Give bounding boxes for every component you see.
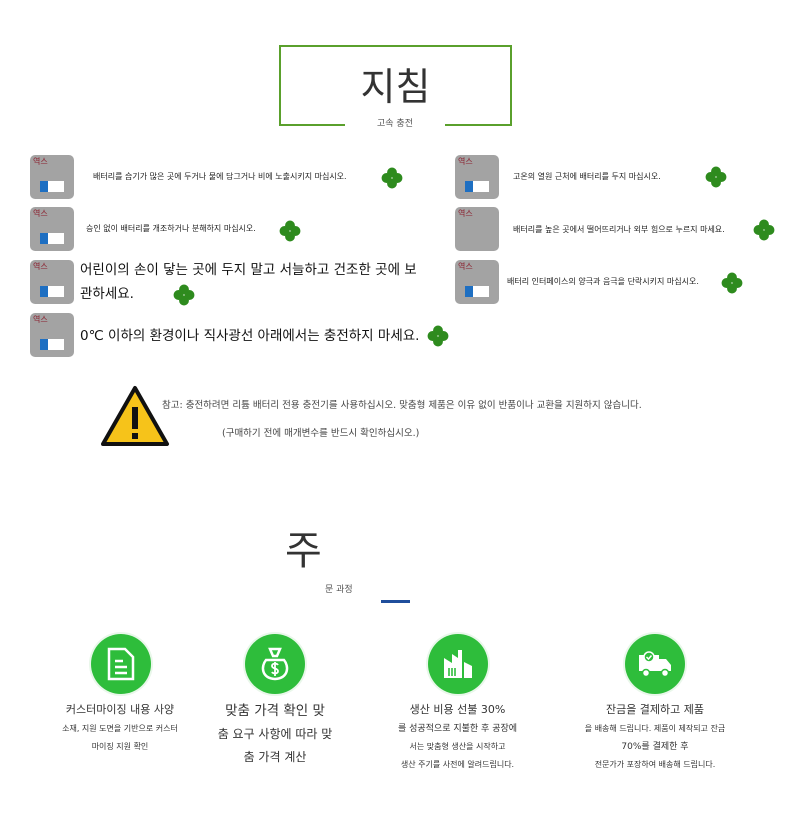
icon-tag: 역스: [458, 157, 473, 166]
step-text: 생산 주기를 사전에 알려드립니다.: [400, 760, 515, 769]
step-1: 커스터마이징 내용 사양 소재, 지원 도면을 기반으로 커스터 마이징 지원 …: [40, 700, 200, 756]
step-2: 맞춤 가격 확인 맞 춤 요구 사항에 따라 맞 춤 가격 계산: [195, 700, 355, 769]
icon-tag: 역스: [33, 209, 48, 218]
process-subtitle: 문 과정: [325, 585, 353, 595]
warning-text: 배터리를 높은 곳에서 떨어뜨리거나 외부 힘으로 누르지 마세요.: [513, 225, 725, 234]
accent-bar: [381, 600, 410, 603]
step-text: 춤 요구 사항에 따라 맞: [217, 727, 333, 741]
warning-text: 배터리를 습기가 많은 곳에 두거나 물에 담그거나 비에 노출시키지 마십시오…: [93, 172, 347, 181]
step-text: 70%를 결제한 후: [621, 742, 689, 752]
warning-text: 승인 없이 배터리를 개조하거나 분해하지 마십시오.: [86, 224, 256, 233]
step-text: 소재, 지원 도면을 기반으로 커스터: [62, 724, 178, 733]
clover-icon: [428, 325, 449, 347]
step-heading: 잔금을 결제하고 제품: [605, 703, 705, 716]
clover-icon: [279, 220, 301, 242]
money-bag-icon: [245, 634, 305, 694]
warning-text: 고온의 열원 근처에 배터리를 두지 마십시오.: [513, 172, 661, 181]
page-title: 지침: [360, 65, 431, 109]
step-3: 생산 비용 선불 30% 를 성공적으로 지불한 후 공장에 서는 맞춤형 생산…: [370, 700, 545, 774]
clover-icon: [705, 166, 727, 188]
screwdriver-battery-icon: 역스: [30, 207, 74, 251]
step-text: 춤 가격 계산: [243, 750, 307, 764]
water-battery-icon: 역스: [30, 155, 74, 199]
delivery-truck-icon: [625, 634, 685, 694]
step-text: 을 배송해 드립니다. 제품이 제작되고 잔금: [584, 724, 726, 733]
warning-text: 0℃ 이하의 환경이나 직사광선 아래에서는 충전하지 마세요.: [80, 328, 420, 344]
step-text: 마이징 지원 확인: [91, 742, 149, 751]
clover-icon: [721, 272, 743, 294]
document-icon: [91, 634, 151, 694]
icon-tag: 역스: [458, 262, 473, 271]
warning-triangle-icon: [101, 386, 169, 446]
warning-text: 어린이의 손이 닿는 곳에 두지 말고 서늘하고 건조한 곳에 보관하세요.: [80, 262, 417, 302]
clover-icon: [173, 284, 195, 306]
page-subtitle: 고속 충전: [345, 116, 445, 129]
step-text: 를 성공적으로 지불한 후 공장에: [397, 724, 518, 734]
warning-row: 0℃ 이하의 환경이나 직사광선 아래에서는 충전하지 마세요.: [80, 324, 449, 348]
factory-icon: [428, 634, 488, 694]
sun-battery-icon: 역스: [30, 313, 74, 357]
warning-text: 배터리 인터페이스의 양극과 음극을 단락시키지 마십시오.: [507, 277, 699, 286]
icon-tag: 역스: [33, 157, 48, 166]
step-4: 잔금을 결제하고 제품 을 배송해 드립니다. 제품이 제작되고 잔금 70%를…: [560, 700, 750, 774]
icon-tag: 역스: [33, 315, 48, 324]
note-text: 참고: 충전하려면 리튬 배터리 전용 충전기를 사용하십시오. 맞춤형 제품은…: [162, 400, 642, 411]
clover-icon: [381, 167, 403, 189]
step-heading: 커스터마이징 내용 사양: [65, 703, 175, 716]
process-title: 주: [285, 528, 322, 574]
step-heading: 맞춤 가격 확인 맞: [225, 703, 325, 719]
step-text: 전문가가 포장하여 배송해 드립니다.: [594, 760, 716, 769]
icon-tag: 역스: [33, 262, 48, 271]
drop-icon: 역스: [455, 207, 499, 251]
child-reach-battery-icon: 역스: [30, 260, 74, 304]
note-subtext: (구매하기 전에 매개변수를 반드시 확인하십시오.): [222, 428, 420, 439]
step-heading: 생산 비용 선불 30%: [409, 703, 506, 716]
fire-battery-icon: 역스: [455, 155, 499, 199]
clover-icon: [753, 219, 775, 241]
step-text: 서는 맞춤형 생산을 시작하고: [409, 742, 506, 751]
icon-tag: 역스: [458, 209, 473, 218]
short-circuit-battery-icon: 역스: [455, 260, 499, 304]
